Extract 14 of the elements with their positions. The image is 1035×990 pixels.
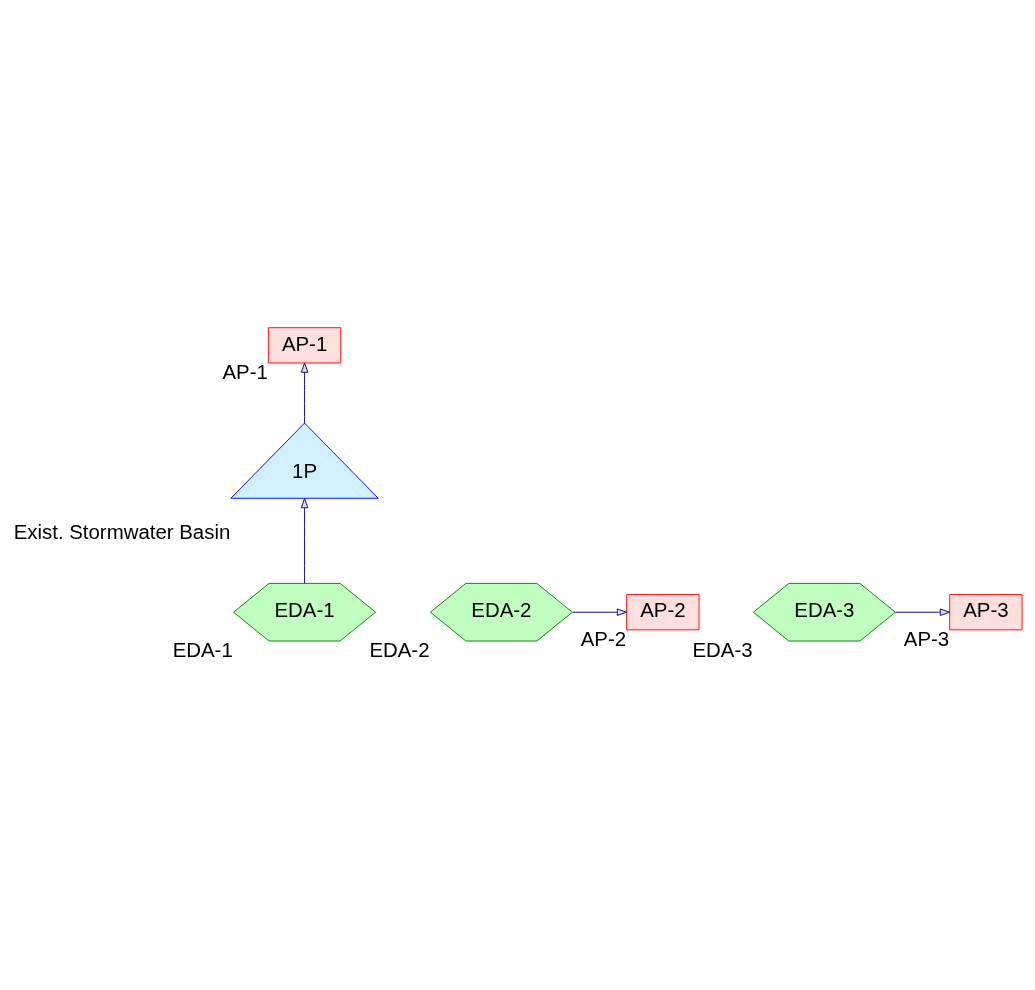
arrow: [895, 608, 951, 616]
node-label: EDA-3: [692, 638, 753, 661]
node-label: AP-2: [580, 627, 627, 650]
node-label: AP-3: [903, 627, 950, 650]
node-label: AP-1: [222, 360, 268, 383]
arrow: [572, 608, 627, 616]
arrow: [300, 497, 309, 584]
node-label: Exist. Stormwater Basin: [13, 520, 231, 543]
arrow: [300, 362, 309, 424]
node-box: AP-3: [949, 593, 1023, 630]
node-box: AP-2: [626, 593, 700, 630]
node-label: EDA-2: [369, 638, 430, 661]
node-label: EDA-1: [172, 638, 233, 661]
node-box: AP-1: [267, 326, 342, 363]
